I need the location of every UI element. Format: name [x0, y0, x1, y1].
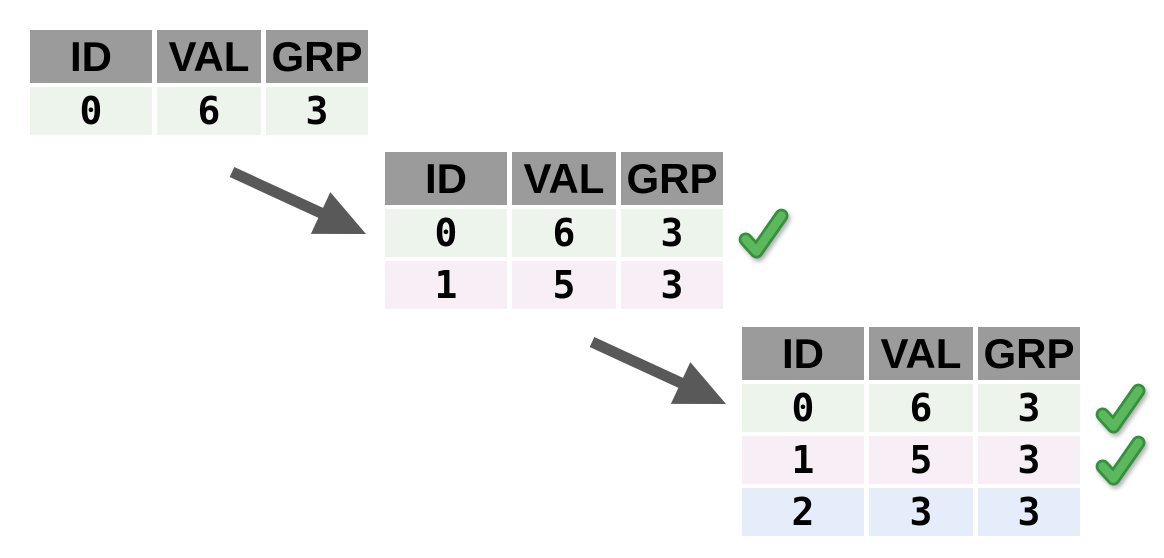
cell-id: 0: [742, 384, 864, 432]
cell-grp: 3: [621, 209, 723, 257]
header-cell-id: ID: [385, 152, 507, 205]
check-icon: [1095, 383, 1146, 434]
header-cell-val: VAL: [869, 327, 973, 380]
header-cell-val: VAL: [512, 152, 616, 205]
cell-val: 5: [869, 436, 973, 484]
header-cell-id: ID: [30, 30, 152, 83]
cell-val: 6: [157, 87, 261, 135]
cell-grp: 3: [978, 436, 1080, 484]
arrow-icon: [229, 167, 366, 234]
header-cell-grp: GRP: [621, 152, 723, 205]
cell-grp: 3: [266, 87, 368, 135]
cell-grp: 3: [621, 261, 723, 309]
cell-id: 1: [742, 436, 864, 484]
header-cell-id: ID: [742, 327, 864, 380]
header-cell-grp: GRP: [266, 30, 368, 83]
cell-val: 3: [869, 488, 973, 536]
cell-grp: 3: [978, 384, 1080, 432]
arrow-icon: [589, 337, 726, 404]
check-icon: [738, 208, 789, 259]
cell-val: 6: [512, 209, 616, 257]
cell-val: 5: [512, 261, 616, 309]
cell-id: 0: [385, 209, 507, 257]
header-cell-grp: GRP: [978, 327, 1080, 380]
check-icon: [1095, 435, 1146, 486]
cell-grp: 3: [978, 488, 1080, 536]
header-cell-val: VAL: [157, 30, 261, 83]
cell-id: 1: [385, 261, 507, 309]
cell-id: 0: [30, 87, 152, 135]
cell-id: 2: [742, 488, 864, 536]
cell-val: 6: [869, 384, 973, 432]
